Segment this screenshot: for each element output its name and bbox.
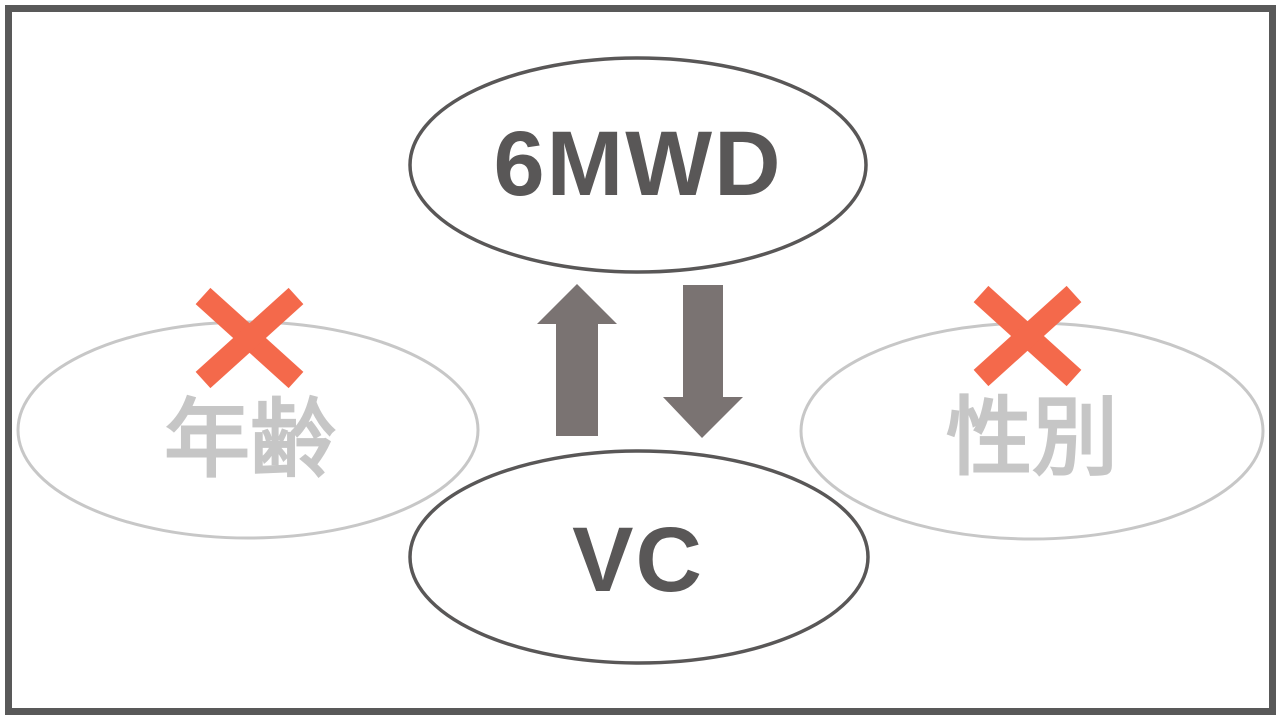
- node-vc-label: VC: [572, 509, 704, 611]
- cross-mark-right-icon: [973, 285, 1082, 387]
- arrow-up-icon: [537, 284, 617, 436]
- node-sex-label: 性別: [946, 390, 1118, 486]
- outer-frame: [5, 5, 1276, 715]
- node-vc-ellipse: [408, 449, 870, 665]
- node-6mwd-ellipse: [408, 56, 868, 274]
- arrow-down-icon: [663, 285, 743, 438]
- node-age-label: 年齢: [164, 392, 336, 488]
- node-6mwd-label: 6MWD: [493, 113, 783, 215]
- cross-mark-left-icon: [195, 287, 304, 389]
